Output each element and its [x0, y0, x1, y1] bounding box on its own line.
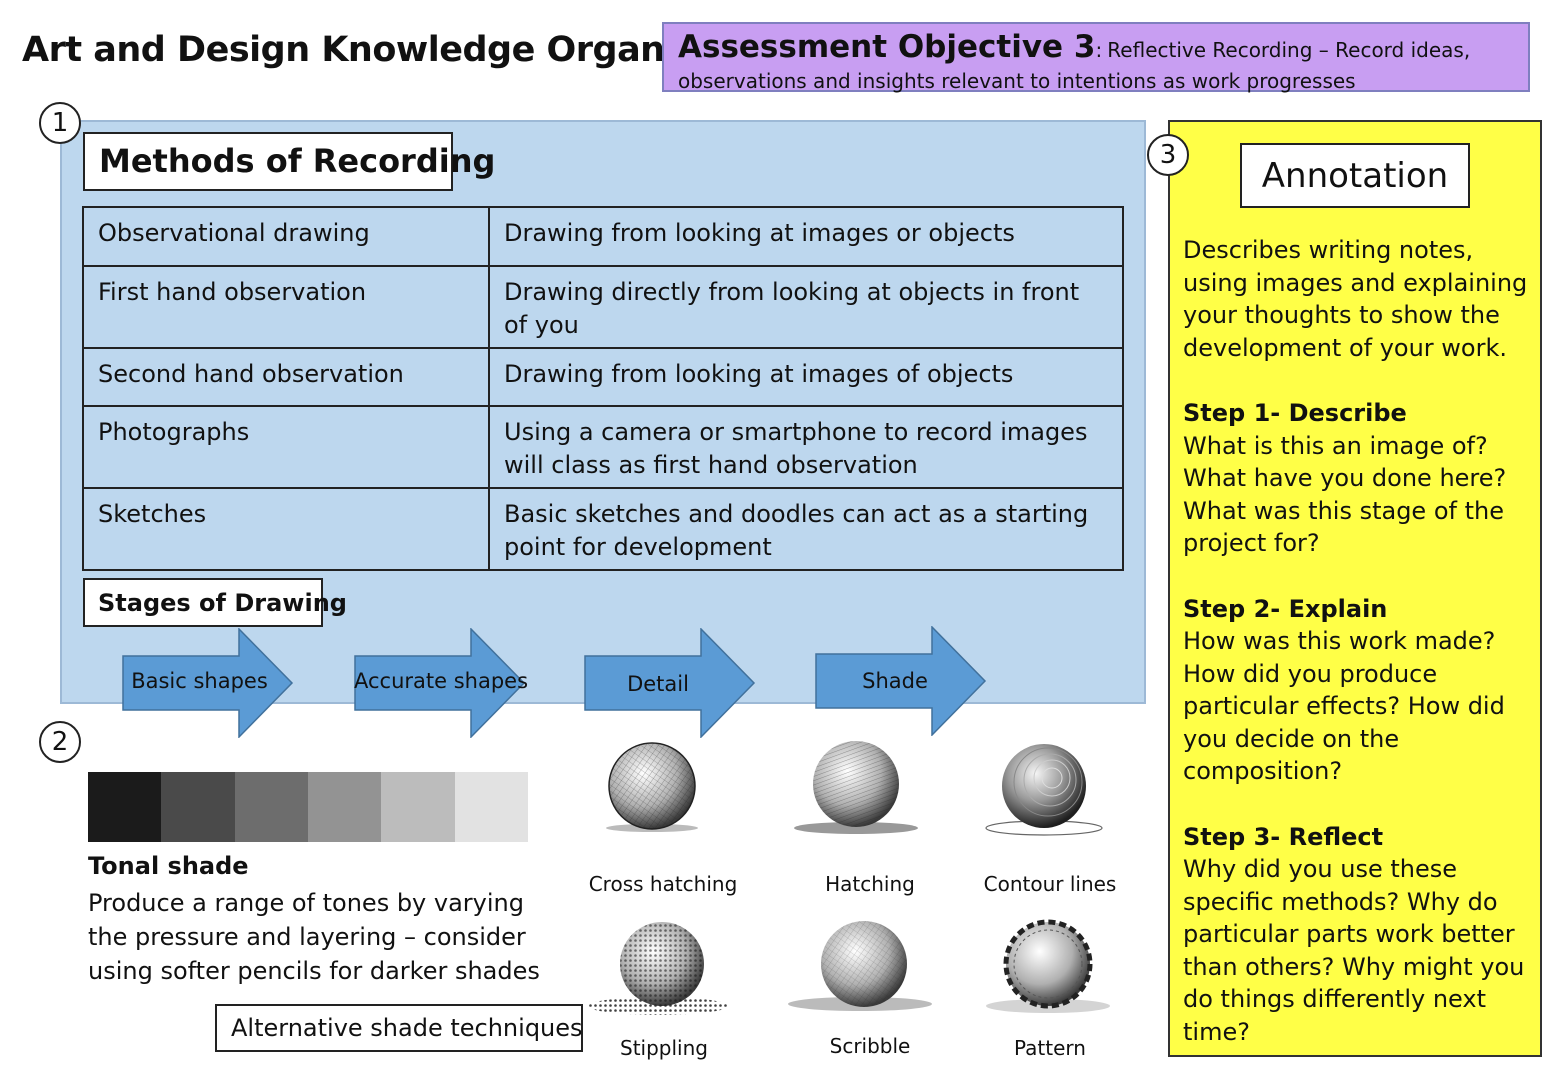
method-name: Photographs — [82, 405, 490, 489]
tone-swatch — [88, 772, 162, 842]
stage-arrow-detail: Detail — [584, 628, 756, 738]
method-description: Drawing from looking at images of object… — [488, 347, 1124, 407]
tonal-scale — [88, 772, 528, 842]
stage-arrow-shade: Shade — [815, 626, 987, 736]
technique-label: Stippling — [620, 1036, 708, 1060]
methods-table: Observational drawing Drawing from looki… — [82, 206, 1124, 571]
annotation-step-1: Step 1- Describe What is this an image o… — [1183, 397, 1533, 560]
table-row: First hand observation Drawing directly … — [82, 265, 1124, 349]
tone-swatch — [161, 772, 235, 842]
step-text: Why did you use these specific methods? … — [1183, 855, 1525, 1046]
stage-label: Detail — [627, 672, 689, 696]
contour-lines-sphere-icon — [985, 744, 1103, 836]
tone-swatch — [454, 772, 528, 842]
table-row: Observational drawing Drawing from looki… — [82, 206, 1124, 267]
technique-label: Contour lines — [983, 872, 1117, 896]
technique-label: Scribble — [829, 1034, 911, 1058]
method-description: Drawing from looking at images or object… — [488, 206, 1124, 267]
annotation-step-3: Step 3- Reflect Why did you use these sp… — [1183, 821, 1533, 1049]
annotation-body: Describes writing notes, using images an… — [1183, 234, 1533, 1048]
stage-label: Basic shapes — [131, 669, 268, 693]
arrow-shape-icon — [122, 628, 294, 738]
page-title: Art and Design Knowledge Organiser — [22, 30, 737, 70]
method-description: Basic sketches and doodles can act as a … — [488, 487, 1124, 571]
method-name: Second hand observation — [82, 347, 490, 407]
step-title: Step 1- Describe — [1183, 399, 1407, 427]
tone-swatch — [381, 772, 455, 842]
method-name: Observational drawing — [82, 206, 490, 267]
technique-label: Cross hatching — [588, 872, 738, 896]
section-number-2: 2 — [39, 721, 81, 763]
table-row: Sketches Basic sketches and doodles can … — [82, 487, 1124, 571]
stage-label: Shade — [862, 669, 928, 693]
tone-swatch — [307, 772, 382, 842]
step-title: Step 2- Explain — [1183, 594, 1388, 623]
pattern-sphere-icon — [986, 919, 1110, 1013]
annotation-intro: Describes writing notes, using images an… — [1183, 236, 1528, 362]
step-title: Step 3- Reflect — [1183, 822, 1384, 851]
tone-swatch — [234, 772, 308, 842]
annotation-step-2: Step 2- Explain How was this work made? … — [1183, 593, 1533, 788]
alternative-techniques-heading: Alternative shade techniques — [215, 1004, 583, 1052]
assessment-line-1: Assessment Objective 3: Reflective Recor… — [678, 28, 1514, 71]
tonal-shade-title: Tonal shade — [88, 852, 249, 880]
scribble-sphere-icon — [788, 921, 932, 1011]
technique-label: Hatching — [825, 872, 915, 896]
annotation-heading: Annotation — [1240, 143, 1470, 208]
hatching-sphere-icon — [794, 741, 918, 834]
method-name: Sketches — [82, 487, 490, 571]
table-row: Photographs Using a camera or smartphone… — [82, 405, 1124, 489]
annotation-panel — [1168, 120, 1542, 1057]
stage-arrow-accurate-shapes: Accurate shapes — [354, 628, 529, 738]
stages-heading: Stages of Drawing — [83, 578, 347, 627]
method-name: First hand observation — [82, 265, 490, 349]
method-description: Drawing directly from looking at objects… — [488, 265, 1124, 349]
step-text: How was this work made? How did you prod… — [1183, 627, 1505, 785]
table-row: Second hand observation Drawing from loo… — [82, 347, 1124, 407]
step-text: What is this an image of? What have you … — [1183, 431, 1507, 558]
assessment-colon: : — [1095, 38, 1103, 62]
section-number-1: 1 — [39, 102, 81, 144]
method-description: Using a camera or smartphone to record i… — [488, 405, 1124, 489]
stippling-sphere-icon — [588, 922, 728, 1015]
assessment-description-2: observations and insights relevant to in… — [678, 69, 1356, 93]
technique-label: Pattern — [1014, 1036, 1086, 1060]
stage-arrow-basic-shapes: Basic shapes — [122, 628, 294, 738]
cross-hatching-sphere-icon — [606, 742, 698, 832]
assessment-objective-box: Assessment Objective 3: Reflective Recor… — [662, 22, 1530, 93]
arrow-shape-icon — [815, 626, 987, 736]
arrow-shape-icon — [354, 628, 526, 738]
stage-label: Accurate shapes — [354, 669, 529, 693]
section-number-3: 3 — [1147, 134, 1189, 176]
assessment-description-1: Reflective Recording – Record ideas, — [1107, 38, 1471, 62]
methods-heading: Methods of Recording — [83, 132, 495, 191]
assessment-title: Assessment Objective 3 — [678, 29, 1096, 65]
tonal-shade-text: Produce a range of tones by varying the … — [88, 889, 540, 985]
arrow-shape-icon — [584, 628, 756, 738]
